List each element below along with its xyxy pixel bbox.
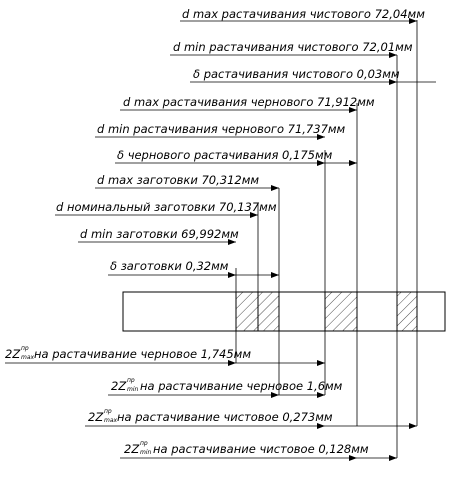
allowance-symbol: 2Z xyxy=(124,442,140,456)
allowance-subscript: min xyxy=(127,386,139,393)
allowance-label-finish-max: 2Z пр max на растачивание чистовое 0,273… xyxy=(88,408,333,424)
allowance-label-rough-min: 2Z пр min на растачивание черновое 1,6мм xyxy=(111,377,343,393)
dimension-labels: d max растачивания чистового 72,04мм d m… xyxy=(56,7,425,273)
dimension-lines xyxy=(55,18,436,278)
label-d-min-rough: d min растачивания чернового 71,737мм xyxy=(97,122,346,136)
allowance-symbol: 2Z xyxy=(111,379,127,393)
label-d-min-finish: d min растачивания чистового 72,01мм xyxy=(173,40,413,54)
allowance-label-rough-max: 2Z пр max на растачивание черновое 1,745… xyxy=(5,345,251,361)
label-delta-blank: δ заготовки 0,32мм xyxy=(110,259,229,273)
label-d-max-rough: d max растачивания чернового 71,912мм xyxy=(123,95,375,109)
allowance-label-finish-min: 2Z пр min на растачивание чистовое 0,128… xyxy=(124,440,369,456)
allowance-text: на растачивание чистовое 0,273мм xyxy=(117,410,333,424)
allowance-symbol: 2Z xyxy=(88,410,104,424)
allowance-text: на растачивание черновое 1,745мм xyxy=(34,347,251,361)
label-d-max-finish: d max растачивания чистового 72,04мм xyxy=(182,7,425,21)
reference-lines xyxy=(235,20,418,458)
allowance-lines xyxy=(5,360,417,461)
allowance-labels: 2Z пр max на растачивание черновое 1,745… xyxy=(5,345,369,456)
allowance-symbol: 2Z xyxy=(5,347,21,361)
allowance-text: на растачивание чистовое 0,128мм xyxy=(153,442,369,456)
label-d-min-blank: d min заготовки 69,992мм xyxy=(80,227,239,241)
allowance-superscript: пр xyxy=(21,345,29,352)
allowance-superscript: пр xyxy=(104,408,112,415)
allowance-subscript: max xyxy=(104,417,118,424)
allowance-subscript: max xyxy=(21,354,35,361)
label-delta-rough: δ чернового растачивания 0,175мм xyxy=(117,148,333,162)
allowance-subscript: min xyxy=(140,449,152,456)
allowance-text: на растачивание черновое 1,6мм xyxy=(140,379,343,393)
label-d-max-blank: d max заготовки 70,312мм xyxy=(97,173,259,187)
label-delta-finish: δ растачивания чистового 0,03мм xyxy=(193,67,400,81)
allowance-superscript: пр xyxy=(140,440,148,447)
label-d-nominal-blank: d номинальный заготовки 70,137мм xyxy=(56,200,277,214)
allowance-superscript: пр xyxy=(127,377,135,384)
